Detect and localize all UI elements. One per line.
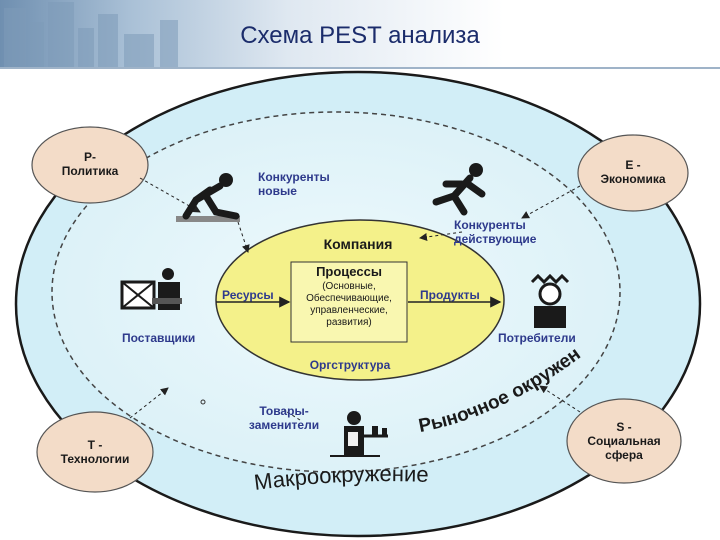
consumer-person-icon bbox=[530, 273, 570, 328]
new-competitors-line2: новые bbox=[258, 184, 297, 198]
factor-e-bubble bbox=[577, 134, 689, 212]
resources-label: Ресурсы bbox=[222, 288, 274, 302]
factor-t-letter: T - bbox=[87, 438, 103, 452]
processes-line-4: развития) bbox=[326, 317, 372, 328]
processes-line-3: управленческие, bbox=[310, 305, 388, 316]
building-shape bbox=[48, 2, 74, 68]
products-label: Продукты bbox=[420, 288, 480, 302]
arrow-s-influence bbox=[539, 385, 581, 413]
factor-t-name: Технологии bbox=[60, 452, 130, 466]
factor-t-label: T - Технологии bbox=[40, 438, 150, 466]
factor-p-letter: P- bbox=[84, 150, 96, 164]
runner-start-icon bbox=[176, 173, 240, 222]
company-label: Компания bbox=[323, 236, 393, 252]
building-shape bbox=[160, 20, 178, 68]
factor-e-label: E - Экономика bbox=[583, 158, 683, 186]
arrow-existing-competitors bbox=[419, 231, 463, 241]
factor-s-name: Социальная bbox=[587, 434, 661, 448]
waiter-tray-icon bbox=[330, 411, 388, 457]
processes-title: Процессы bbox=[316, 264, 382, 279]
factor-s-bubble bbox=[566, 398, 682, 484]
processes-line-2: Обеспечивающие, bbox=[306, 293, 392, 304]
processes-line-1: (Основные, bbox=[322, 281, 376, 292]
existing-competitors-line2: действующие bbox=[454, 232, 537, 246]
factor-s-letter: S - bbox=[616, 420, 632, 434]
consumers-label: Потребители bbox=[498, 331, 576, 345]
substitutes-line1: Товары- bbox=[259, 404, 309, 418]
building-shape bbox=[78, 28, 94, 68]
arrow-new-competitors bbox=[237, 221, 250, 253]
new-competitors-line1: Конкуренты bbox=[258, 170, 330, 184]
existing-competitors-line1: Конкуренты bbox=[454, 218, 526, 232]
building-shape bbox=[124, 34, 154, 68]
header-divider bbox=[0, 67, 720, 69]
factor-e-name: Экономика bbox=[600, 172, 666, 186]
org-structure-label: Оргструктура bbox=[309, 358, 391, 372]
runner-icon bbox=[432, 163, 486, 216]
arrow-e-influence bbox=[521, 185, 581, 219]
factor-s-label: S - Социальная сфера bbox=[572, 420, 676, 462]
supplier-desk-icon bbox=[120, 268, 182, 310]
building-shape bbox=[4, 8, 26, 68]
suppliers-label: Поставщики bbox=[122, 331, 196, 345]
processes-detail: (Основные, Обеспечивающие, управленчески… bbox=[291, 281, 407, 329]
existing-competitors-label: Конкуренты действующие bbox=[454, 218, 536, 246]
header-background bbox=[0, 0, 720, 68]
factor-t-bubble bbox=[36, 411, 154, 493]
processes-box bbox=[290, 261, 408, 343]
substitutes-line2: заменители bbox=[248, 418, 320, 432]
factor-e-letter: E - bbox=[625, 158, 641, 172]
factor-p-bubble bbox=[31, 126, 149, 204]
arrow-t-influence bbox=[129, 387, 169, 419]
dot-marker bbox=[200, 399, 206, 405]
page-title: Схема PEST анализа bbox=[240, 22, 480, 49]
factor-p-name: Политика bbox=[61, 164, 119, 178]
substitutes-label: Товары- заменители bbox=[234, 404, 334, 432]
factor-p-label: P- Политика bbox=[40, 150, 140, 178]
building-shape bbox=[30, 22, 44, 68]
building-shape bbox=[98, 14, 118, 68]
new-competitors-label: Конкуренты новые bbox=[258, 170, 330, 198]
factor-s-name-2: сфера bbox=[605, 448, 643, 462]
